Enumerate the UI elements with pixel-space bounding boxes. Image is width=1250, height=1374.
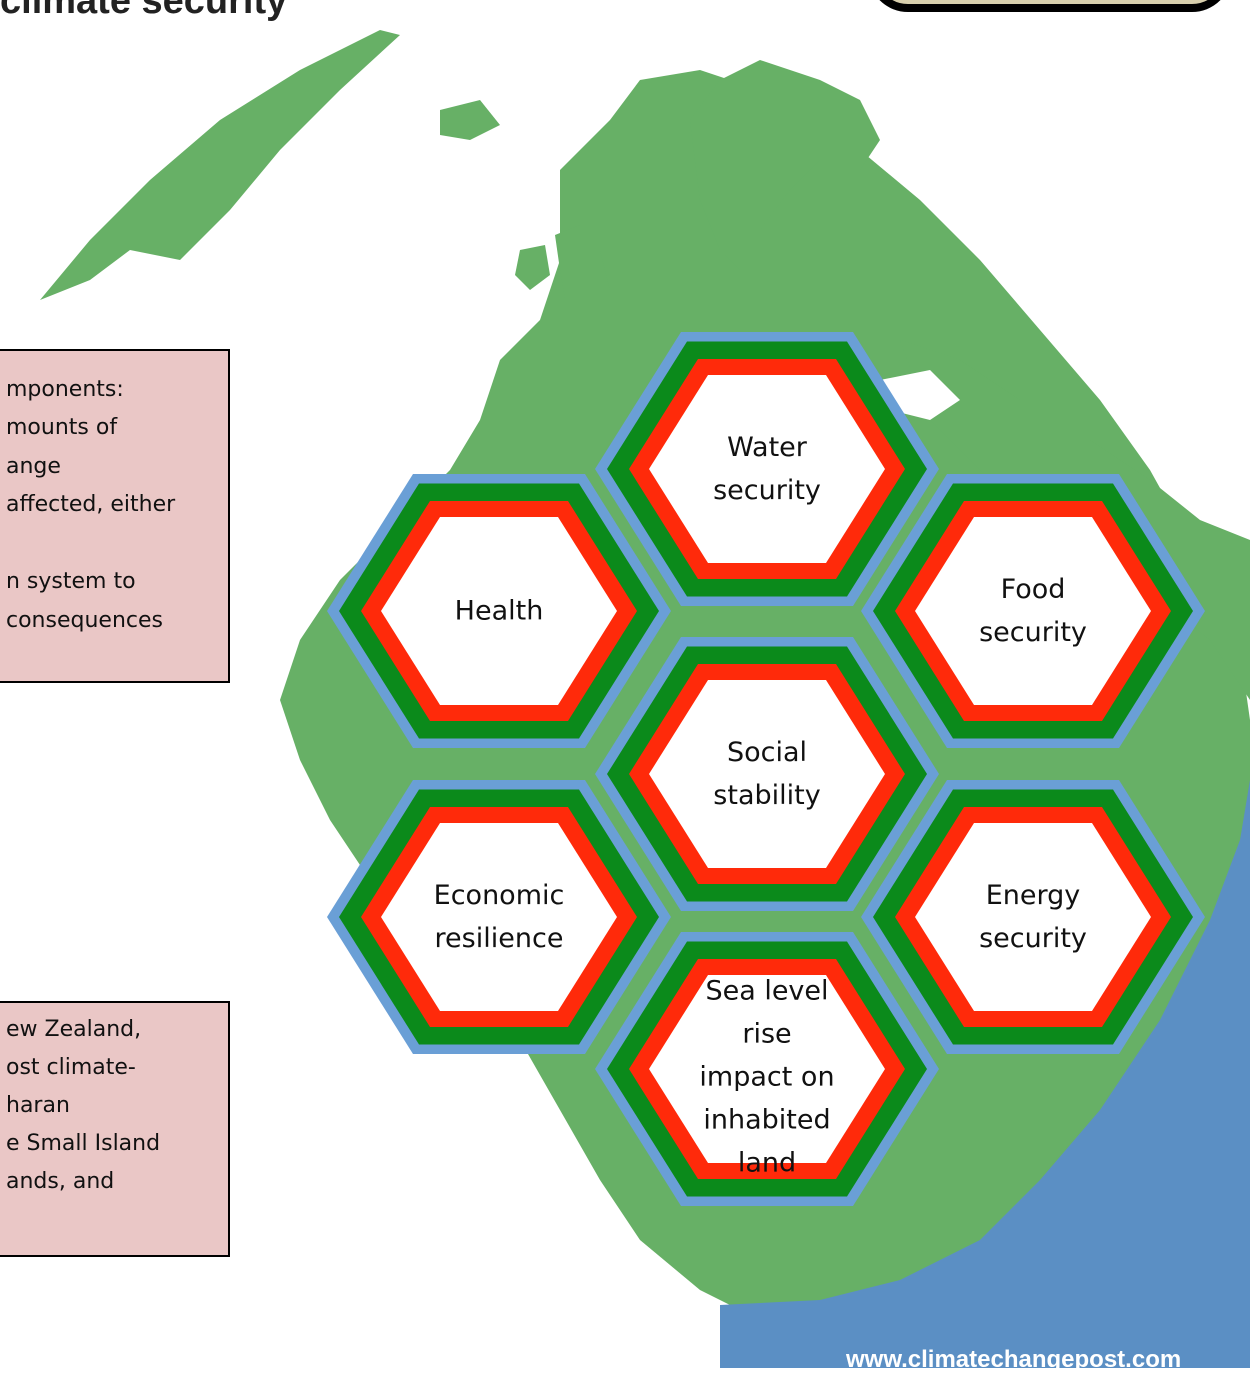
- landmass-scandinavia: [690, 60, 880, 270]
- hexagon-label-line: security: [713, 475, 821, 506]
- note-line: n system to: [6, 569, 136, 594]
- hexagon-food-ring-3: [915, 517, 1151, 705]
- hexagon-cluster: [327, 332, 1205, 1206]
- note-line: ost climate-: [6, 1055, 136, 1080]
- hexagon-health: [327, 474, 671, 748]
- hexagon-label-line: stability: [713, 780, 821, 811]
- hexagon-label-line: Water: [727, 432, 807, 463]
- hexagon-economic: [327, 780, 671, 1054]
- hexagon-sealevel: [595, 932, 939, 1206]
- hexagon-label-line: rise: [742, 1018, 792, 1050]
- footer-url: www.climatechangepost.com: [846, 1346, 1182, 1373]
- hexagon-label-line: Economic: [433, 880, 565, 911]
- page-title: climate security: [0, 0, 288, 22]
- hexagon-label-energy: Energy security: [979, 874, 1087, 960]
- hexagon-label-sealevel: Sea level rise impact on inhabited land: [699, 970, 834, 1185]
- hexagon-water: [595, 332, 939, 606]
- hexagon-social-ring-3: [649, 680, 885, 868]
- ocean-patch: [720, 780, 1250, 1368]
- note-line: mounts of: [6, 415, 118, 440]
- hexagon-label-economic: Economic resilience: [434, 874, 565, 960]
- hexagon-label-health: Health: [455, 590, 544, 633]
- note-line: ands, and: [6, 1169, 115, 1194]
- hexagon-label-line: land: [737, 1147, 797, 1179]
- note-line: ange: [6, 454, 61, 479]
- hexagon-energy: [861, 780, 1205, 1054]
- hexagon-label-line: resilience: [434, 923, 564, 954]
- hexagon-label-line: Food: [1000, 574, 1066, 605]
- landmass-iceland: [440, 100, 500, 140]
- landmass-greenland: [40, 30, 400, 300]
- hexagon-health-ring-3: [381, 517, 617, 705]
- hexagon-label-line: Sea level: [705, 975, 829, 1007]
- landmass-ireland: [515, 245, 550, 290]
- hexagon-label-line: Health: [454, 595, 544, 627]
- hexagon-label-line: Energy: [985, 880, 1081, 911]
- note-line: consequences: [6, 608, 163, 633]
- hexagon-label-line: Social: [726, 737, 808, 768]
- note-line: ew Zealand,: [6, 1017, 142, 1042]
- landmass-britain: [555, 225, 610, 315]
- hexagon-label-food: Food security: [979, 568, 1087, 654]
- hexagon-label-social: Social stability: [713, 731, 820, 817]
- hexagon-water-ring-3: [649, 375, 885, 563]
- header-badge: ): [868, 0, 1232, 12]
- note-line: e Small Island: [6, 1131, 161, 1156]
- hexagon-food: [861, 474, 1205, 748]
- hexagon-label-line: inhabited: [703, 1104, 831, 1136]
- note-line: haran: [6, 1093, 70, 1118]
- note-line: mponents:: [6, 377, 124, 402]
- hexagon-sealevel-ring-3: [649, 975, 885, 1163]
- definition-note: mponents: mounts of ange affected, eithe…: [0, 349, 230, 683]
- hexagon-label-line: impact on: [699, 1061, 835, 1093]
- hexagon-economic-ring-3: [381, 823, 617, 1011]
- vulnerable-regions-note: ew Zealand, ost climate- haran e Small I…: [0, 1001, 230, 1257]
- hexagon-label-line: security: [979, 923, 1087, 954]
- hexagon-social: [595, 637, 939, 911]
- hexagon-label-water: Water security: [713, 426, 821, 512]
- hexagon-energy-ring-3: [915, 823, 1151, 1011]
- note-line: affected, either: [6, 492, 176, 517]
- hexagon-label-line: security: [979, 617, 1087, 648]
